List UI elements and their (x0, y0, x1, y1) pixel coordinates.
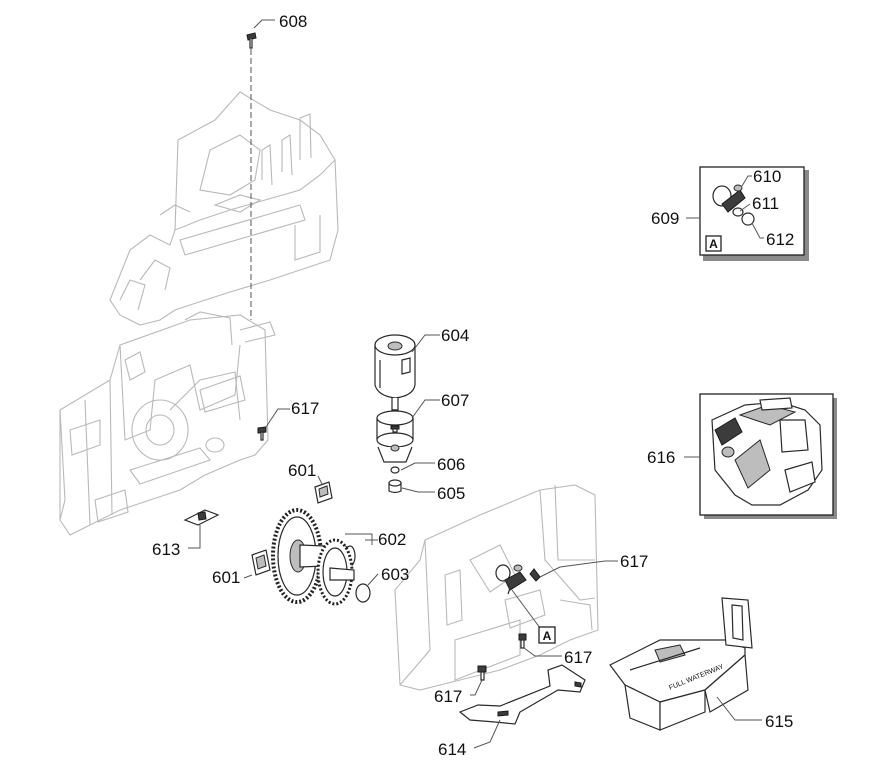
upper-frame-ghost (109, 91, 339, 326)
side-panel-ghost (394, 484, 599, 691)
leader-601-upper (317, 475, 323, 485)
leader-606 (400, 462, 435, 471)
label-602: 602 (378, 530, 406, 549)
label-615: 615 (765, 712, 793, 731)
screw-617-right (529, 568, 541, 582)
screw-608 (246, 32, 257, 49)
leader-617-right (539, 560, 618, 578)
leader-611 (739, 203, 751, 212)
label-617-left: 617 (291, 399, 319, 418)
detail-box-609: A (699, 166, 809, 261)
label-603: 603 (381, 565, 409, 584)
label-617-bottom: 617 (434, 687, 462, 706)
leader-604 (411, 334, 440, 353)
label-609: 609 (651, 209, 679, 228)
callout-labels: 608 604 607 606 605 617 601 602 603 601 … (152, 12, 794, 759)
label-604: 604 (441, 326, 469, 345)
label-607: 607 (441, 391, 469, 410)
label-614: 614 (438, 740, 466, 759)
gear-shaft-602 (271, 508, 356, 606)
detail-box-label-a: A (709, 237, 718, 251)
leader-614 (473, 719, 501, 749)
screw-617-bottom (477, 665, 487, 681)
label-606: 606 (437, 455, 465, 474)
label-605: 605 (437, 484, 465, 503)
label-608: 608 (279, 12, 307, 31)
leader-607 (411, 399, 440, 419)
leader-615 (716, 696, 762, 721)
valve-assembly-a (495, 564, 527, 595)
leader-617-bottom (470, 679, 483, 696)
leader-605 (401, 487, 435, 493)
clip-601-upper (314, 481, 333, 504)
motor-604 (374, 334, 416, 411)
o-ring-606 (390, 466, 400, 474)
leader-608 (253, 19, 275, 29)
label-617-right: 617 (620, 552, 648, 571)
label-601-lower: 601 (212, 568, 240, 587)
leader-601-lower (243, 574, 253, 579)
marker-a-label: A (543, 629, 552, 643)
leader-613 (188, 525, 201, 549)
main-frame-ghost (59, 311, 276, 536)
o-ring-603 (355, 583, 371, 603)
leader-617-mid (523, 647, 562, 657)
screw-617-mid (518, 633, 527, 649)
detail-box-616 (699, 393, 837, 519)
leader-602 (345, 533, 378, 545)
label-612: 612 (766, 230, 794, 249)
leader-617-left (265, 408, 290, 428)
bushing-605 (388, 479, 402, 494)
label-613: 613 (152, 540, 180, 559)
lever-614 (458, 664, 586, 725)
leader-610 (741, 175, 752, 187)
leader-603 (367, 573, 379, 586)
label-611: 611 (752, 194, 779, 213)
label-601-upper: 601 (288, 461, 316, 480)
clip-601-lower (251, 549, 271, 576)
screw-617-left (257, 426, 267, 441)
leader-a-marker (511, 589, 544, 633)
label-617-mid: 617 (564, 648, 592, 667)
detail-marker-a (538, 626, 556, 644)
leader-612 (751, 222, 764, 239)
label-610: 610 (753, 167, 781, 186)
bracket-613 (183, 509, 220, 526)
drip-tray-615: FULL WATERWAY (609, 597, 753, 731)
label-616: 616 (647, 448, 675, 467)
gear-bracket-607 (376, 409, 414, 463)
